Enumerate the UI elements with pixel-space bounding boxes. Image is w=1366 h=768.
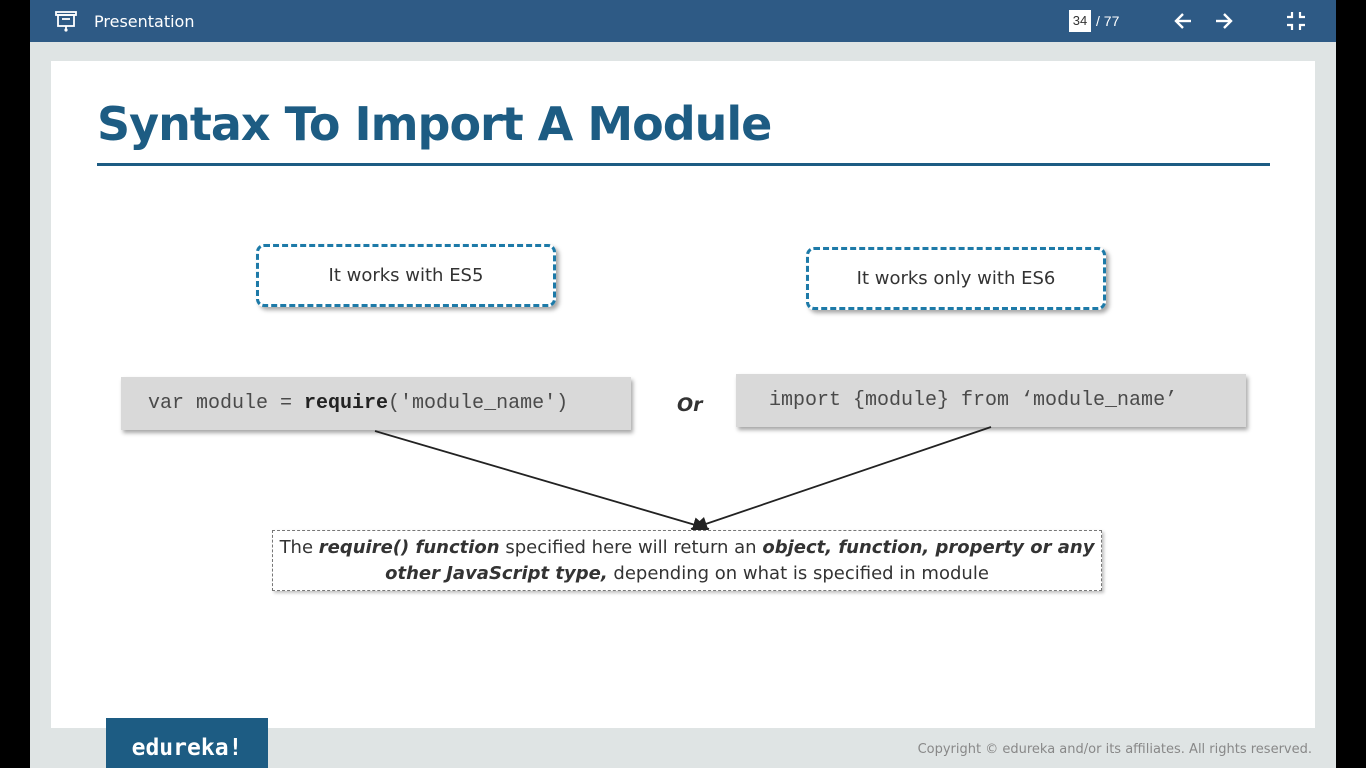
page-number-input[interactable]: 34: [1069, 10, 1091, 32]
note-bold-1: require() function: [318, 537, 500, 558]
note-text-2: specified here will return an: [499, 537, 763, 558]
code-left-keyword: require: [304, 392, 389, 415]
es6-callout: It works only with ES6: [806, 247, 1106, 310]
code-left-suffix: ('module_name'): [388, 392, 569, 415]
edureka-logo: edureka!: [106, 718, 268, 768]
arrow-right-icon[interactable]: [1213, 10, 1235, 32]
title-divider: [97, 163, 1270, 166]
code-left-prefix: var module =: [148, 392, 305, 415]
note-text-3: depending on what is specified in module: [607, 563, 989, 584]
slide-title: Syntax To Import A Module: [97, 97, 772, 151]
copyright-text: Copyright © edureka and/or its affiliate…: [917, 742, 1312, 757]
app-title: Presentation: [94, 12, 195, 31]
page-total: / 77: [1096, 13, 1120, 29]
arrow-left-line: [374, 430, 710, 532]
or-label: Or: [677, 394, 703, 416]
require-code-box: var module = require('module_name'): [121, 377, 631, 430]
code-right: import {module} from ‘module_name’: [769, 389, 1178, 412]
import-code-box: import {module} from ‘module_name’: [736, 374, 1246, 427]
es6-label: It works only with ES6: [856, 268, 1056, 289]
converging-arrows: [374, 426, 992, 532]
arrow-right-line: [690, 426, 992, 531]
note-bold-2: object, function, property or any other …: [385, 537, 1095, 584]
top-bar: Presentation 34 / 77: [30, 0, 1336, 42]
es5-label: It works with ES5: [328, 265, 484, 286]
explanation-note: The require() function specified here wi…: [272, 530, 1102, 591]
note-text-1: The: [279, 537, 319, 558]
slide: Syntax To Import A Module It works with …: [51, 61, 1315, 728]
exit-fullscreen-icon[interactable]: [1285, 10, 1307, 32]
viewer-frame: Presentation 34 / 77 Syntax To Import A …: [30, 0, 1336, 768]
es5-callout: It works with ES5: [256, 244, 556, 307]
arrow-left-icon[interactable]: [1172, 10, 1194, 32]
presentation-icon: [55, 11, 77, 32]
